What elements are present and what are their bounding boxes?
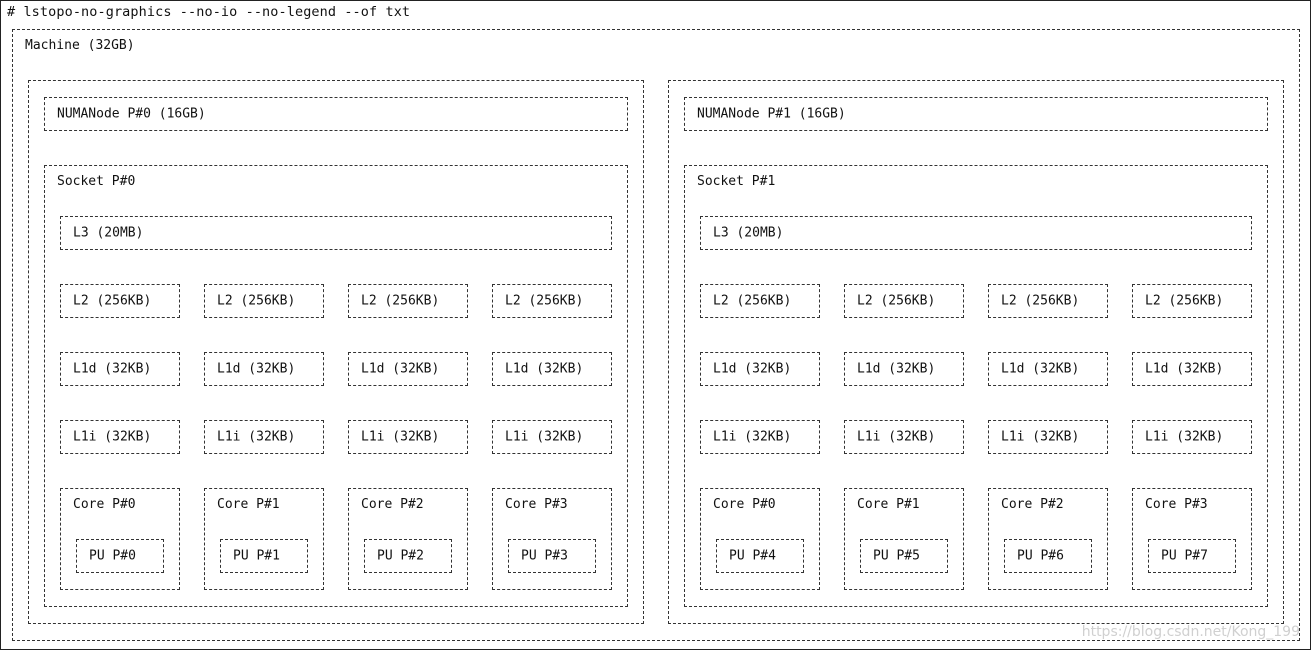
l1i-cache-box: L1i (32KB) bbox=[204, 420, 324, 454]
pu-box-label: PU P#2 bbox=[377, 548, 424, 564]
socket-box-label: Socket P#1 bbox=[697, 174, 776, 189]
pu-box-label: PU P#7 bbox=[1161, 548, 1208, 564]
l1i-cache-box: L1i (32KB) bbox=[60, 420, 180, 454]
l1d-cache-box-label: L1d (32KB) bbox=[1001, 361, 1080, 377]
pu-box-label: PU P#0 bbox=[89, 548, 136, 564]
pu-box: PU P#0 bbox=[76, 539, 164, 573]
socket-box: Socket P#0 bbox=[44, 165, 628, 607]
pu-box: PU P#7 bbox=[1148, 539, 1236, 573]
l1i-cache-box: L1i (32KB) bbox=[348, 420, 468, 454]
l2-cache-box: L2 (256KB) bbox=[988, 284, 1108, 318]
core-box: Core P#1 bbox=[204, 488, 324, 590]
l3-cache-box: L3 (20MB) bbox=[60, 216, 612, 250]
watermark-text: https://blog.csdn.net/Kong_199 bbox=[1081, 624, 1300, 640]
l2-cache-box-label: L2 (256KB) bbox=[73, 293, 152, 309]
l2-cache-box: L2 (256KB) bbox=[700, 284, 820, 318]
l1i-cache-box-label: L1i (32KB) bbox=[1145, 429, 1224, 445]
l2-cache-box: L2 (256KB) bbox=[844, 284, 964, 318]
core-box-label: Core P#1 bbox=[857, 497, 920, 512]
core-box-label: Core P#1 bbox=[217, 497, 280, 512]
l1d-cache-box-label: L1d (32KB) bbox=[217, 361, 296, 377]
l1i-cache-box: L1i (32KB) bbox=[988, 420, 1108, 454]
core-box: Core P#2 bbox=[348, 488, 468, 590]
pu-box: PU P#1 bbox=[220, 539, 308, 573]
l2-cache-box: L2 (256KB) bbox=[1132, 284, 1252, 318]
l2-cache-box: L2 (256KB) bbox=[348, 284, 468, 318]
pu-box: PU P#4 bbox=[716, 539, 804, 573]
core-box: Core P#3 bbox=[492, 488, 612, 590]
l1i-cache-box-label: L1i (32KB) bbox=[505, 429, 584, 445]
l2-cache-box: L2 (256KB) bbox=[204, 284, 324, 318]
l1d-cache-box-label: L1d (32KB) bbox=[505, 361, 584, 377]
l2-cache-box: L2 (256KB) bbox=[492, 284, 612, 318]
l2-cache-box-label: L2 (256KB) bbox=[857, 293, 936, 309]
pu-box: PU P#6 bbox=[1004, 539, 1092, 573]
l2-cache-box-label: L2 (256KB) bbox=[217, 293, 296, 309]
l1i-cache-box: L1i (32KB) bbox=[1132, 420, 1252, 454]
core-box-label: Core P#2 bbox=[1001, 497, 1064, 512]
socket-box: Socket P#1 bbox=[684, 165, 1268, 607]
l1d-cache-box: L1d (32KB) bbox=[204, 352, 324, 386]
l1d-cache-box-label: L1d (32KB) bbox=[73, 361, 152, 377]
l2-cache-box-label: L2 (256KB) bbox=[361, 293, 440, 309]
machine-label: Machine (32GB) bbox=[25, 38, 135, 53]
l1d-cache-box-label: L1d (32KB) bbox=[713, 361, 792, 377]
l3-cache-box: L3 (20MB) bbox=[700, 216, 1252, 250]
l1d-cache-box: L1d (32KB) bbox=[1132, 352, 1252, 386]
l1i-cache-box: L1i (32KB) bbox=[844, 420, 964, 454]
l2-cache-box-label: L2 (256KB) bbox=[1145, 293, 1224, 309]
l1i-cache-box-label: L1i (32KB) bbox=[217, 429, 296, 445]
pu-box-label: PU P#1 bbox=[233, 548, 280, 564]
core-box: Core P#0 bbox=[60, 488, 180, 590]
core-box: Core P#3 bbox=[1132, 488, 1252, 590]
core-box-label: Core P#0 bbox=[713, 497, 776, 512]
core-box-label: Core P#0 bbox=[73, 497, 136, 512]
l1i-cache-box-label: L1i (32KB) bbox=[1001, 429, 1080, 445]
core-box: Core P#0 bbox=[700, 488, 820, 590]
machine-box: Machine (32GB) bbox=[12, 29, 1300, 641]
l1d-cache-box: L1d (32KB) bbox=[60, 352, 180, 386]
l1d-cache-box-label: L1d (32KB) bbox=[361, 361, 440, 377]
l1i-cache-box: L1i (32KB) bbox=[700, 420, 820, 454]
l1i-cache-box-label: L1i (32KB) bbox=[713, 429, 792, 445]
l2-cache-box-label: L2 (256KB) bbox=[1001, 293, 1080, 309]
l1i-cache-box-label: L1i (32KB) bbox=[857, 429, 936, 445]
l1i-cache-box: L1i (32KB) bbox=[492, 420, 612, 454]
numa-group-box bbox=[668, 80, 1284, 624]
socket-box-label: Socket P#0 bbox=[57, 174, 136, 189]
pu-box-label: PU P#5 bbox=[873, 548, 920, 564]
l1d-cache-box: L1d (32KB) bbox=[700, 352, 820, 386]
pu-box: PU P#2 bbox=[364, 539, 452, 573]
l2-cache-box-label: L2 (256KB) bbox=[713, 293, 792, 309]
numanode-box-label: NUMANode P#1 (16GB) bbox=[697, 106, 846, 122]
numanode-box: NUMANode P#1 (16GB) bbox=[684, 97, 1268, 131]
l1d-cache-box-label: L1d (32KB) bbox=[857, 361, 936, 377]
l1i-cache-box-label: L1i (32KB) bbox=[73, 429, 152, 445]
pu-box-label: PU P#4 bbox=[729, 548, 776, 564]
l2-cache-box-label: L2 (256KB) bbox=[505, 293, 584, 309]
core-box: Core P#2 bbox=[988, 488, 1108, 590]
numanode-box: NUMANode P#0 (16GB) bbox=[44, 97, 628, 131]
core-box-label: Core P#3 bbox=[505, 497, 568, 512]
l1d-cache-box-label: L1d (32KB) bbox=[1145, 361, 1224, 377]
pu-box: PU P#3 bbox=[508, 539, 596, 573]
l1d-cache-box: L1d (32KB) bbox=[844, 352, 964, 386]
command-line: # lstopo-no-graphics --no-io --no-legend… bbox=[7, 4, 411, 20]
numa-group-box bbox=[28, 80, 644, 624]
numanode-box-label: NUMANode P#0 (16GB) bbox=[57, 106, 206, 122]
l1d-cache-box: L1d (32KB) bbox=[348, 352, 468, 386]
l3-cache-box-label: L3 (20MB) bbox=[73, 225, 144, 241]
core-box: Core P#1 bbox=[844, 488, 964, 590]
pu-box-label: PU P#3 bbox=[521, 548, 568, 564]
l2-cache-box: L2 (256KB) bbox=[60, 284, 180, 318]
pu-box: PU P#5 bbox=[860, 539, 948, 573]
pu-box-label: PU P#6 bbox=[1017, 548, 1064, 564]
l3-cache-box-label: L3 (20MB) bbox=[713, 225, 784, 241]
l1d-cache-box: L1d (32KB) bbox=[492, 352, 612, 386]
core-box-label: Core P#2 bbox=[361, 497, 424, 512]
core-box-label: Core P#3 bbox=[1145, 497, 1208, 512]
l1d-cache-box: L1d (32KB) bbox=[988, 352, 1108, 386]
l1i-cache-box-label: L1i (32KB) bbox=[361, 429, 440, 445]
